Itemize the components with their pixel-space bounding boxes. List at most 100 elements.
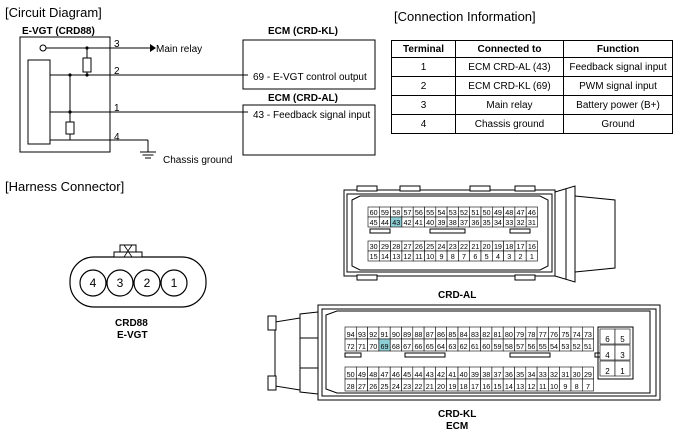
pin-number: 23: [449, 242, 457, 251]
pin-number: 30: [370, 242, 378, 251]
main-relay-label: Main relay: [156, 44, 203, 55]
pin-number: 67: [403, 342, 411, 351]
pin-number: 40: [426, 218, 434, 227]
pin-number: 9: [439, 252, 443, 261]
pin-cell: [614, 360, 631, 377]
evgt-sensor-resistor: [65, 121, 75, 135]
pin-number: 52: [460, 208, 468, 217]
pin-number: 17: [471, 382, 479, 391]
kl-pin-text: 69 - E-VGT control output: [253, 72, 367, 83]
table-row: 2 ECM CRD-KL (69) PWM signal input: [391, 76, 673, 96]
pin-number: 72: [347, 342, 355, 351]
pin-number: 89: [403, 330, 411, 339]
pin-number: 18: [505, 242, 513, 251]
pin-number: 11: [415, 252, 422, 261]
pin-number: 23: [403, 382, 411, 391]
pin-number: 87: [426, 330, 434, 339]
wire-4-label: 4: [114, 132, 120, 143]
pin-number: 24: [392, 382, 400, 391]
pin-number: 20: [437, 382, 445, 391]
pin-number: 50: [483, 208, 491, 217]
pin-number: 22: [414, 382, 422, 391]
pin-cell: [581, 378, 594, 392]
pin-number: 19: [448, 382, 456, 391]
pin-number: 4: [605, 351, 610, 360]
crd88-sub-label: E-VGT: [117, 330, 148, 341]
wire-2-label: 2: [114, 66, 120, 77]
pin-number: 44: [414, 370, 422, 379]
pin-number: 45: [403, 370, 411, 379]
pin-number: 85: [448, 330, 456, 339]
pin-number: 59: [494, 342, 502, 351]
crd-kl-name-label: CRD-KL: [438, 409, 477, 420]
ecm-al-title: ECM (CRD-AL): [268, 93, 338, 104]
pin-number: 75: [561, 330, 569, 339]
connection-table: Terminal Connected to Function 1 ECM CRD…: [391, 40, 673, 134]
pin-number: 42: [404, 218, 412, 227]
crd-al-connector: [343, 185, 616, 283]
pin-number: 5: [485, 252, 489, 261]
pin-number: 6: [605, 335, 610, 344]
ecm-kl-title: ECM (CRD-KL): [268, 26, 338, 37]
pin-number: 65: [426, 342, 434, 351]
pin-cell: [581, 338, 594, 352]
pin-number: 48: [369, 370, 377, 379]
pin-number: 62: [460, 342, 468, 351]
pin-number: 31: [528, 218, 536, 227]
pin-number: 30: [573, 370, 581, 379]
pin-number: 60: [370, 208, 378, 217]
pin-number: 53: [449, 208, 457, 217]
pin-number: 2: [519, 252, 523, 261]
pin-number: 63: [448, 342, 456, 351]
wire-3-label: 3: [114, 39, 120, 50]
pin-number: 78: [527, 330, 535, 339]
pin-number: 38: [449, 218, 457, 227]
pin-number: 22: [460, 242, 468, 251]
pin-cell: [525, 250, 538, 262]
pin-number: 27: [358, 382, 366, 391]
pin-number: 6: [473, 252, 477, 261]
pin-number: 48: [505, 208, 513, 217]
pin-number: 55: [539, 342, 547, 351]
pin-number: 86: [437, 330, 445, 339]
pin-number: 51: [584, 342, 592, 351]
evgt-component-box: [19, 36, 111, 153]
cell-function: Ground: [563, 114, 673, 134]
crd-kl-sub-label: ECM: [446, 421, 469, 432]
pin-cell: [614, 328, 631, 345]
pin-number: 81: [494, 330, 502, 339]
pin-number: 13: [516, 382, 524, 391]
pin-number: 9: [563, 382, 567, 391]
pin-number: 56: [415, 208, 423, 217]
pin-number: 18: [460, 382, 468, 391]
pin-number: 5: [620, 335, 625, 344]
pin-number: 74: [573, 330, 581, 339]
pin-number: 33: [505, 218, 513, 227]
pin-number: 76: [550, 330, 558, 339]
pin-number: 41: [415, 218, 423, 227]
pin-number: 28: [347, 382, 355, 391]
pin-number: 56: [527, 342, 535, 351]
pin-number: 61: [471, 342, 479, 351]
harness-section-title: [Harness Connector]: [5, 179, 125, 194]
pin-number: 8: [451, 252, 455, 261]
pin-number: 46: [392, 370, 400, 379]
circuit-section-title: [Circuit Diagram]: [5, 5, 102, 20]
pin-number: 12: [404, 252, 412, 261]
pin-number: 36: [505, 370, 513, 379]
pin-number: 3: [620, 351, 625, 360]
pin-number: 25: [381, 382, 389, 391]
pin-number: 51: [471, 208, 479, 217]
pin-number: 31: [561, 370, 569, 379]
crd88-pin-3: 3: [117, 276, 124, 290]
pin-number: 70: [369, 342, 377, 351]
crd88-pin-1: 1: [171, 276, 178, 290]
pin-number: 35: [516, 370, 524, 379]
pin-number: 7: [586, 382, 590, 391]
pin-number: 49: [494, 208, 502, 217]
pin-number: 69: [381, 342, 389, 351]
pin-number: 16: [482, 382, 490, 391]
pin-number: 8: [575, 382, 579, 391]
